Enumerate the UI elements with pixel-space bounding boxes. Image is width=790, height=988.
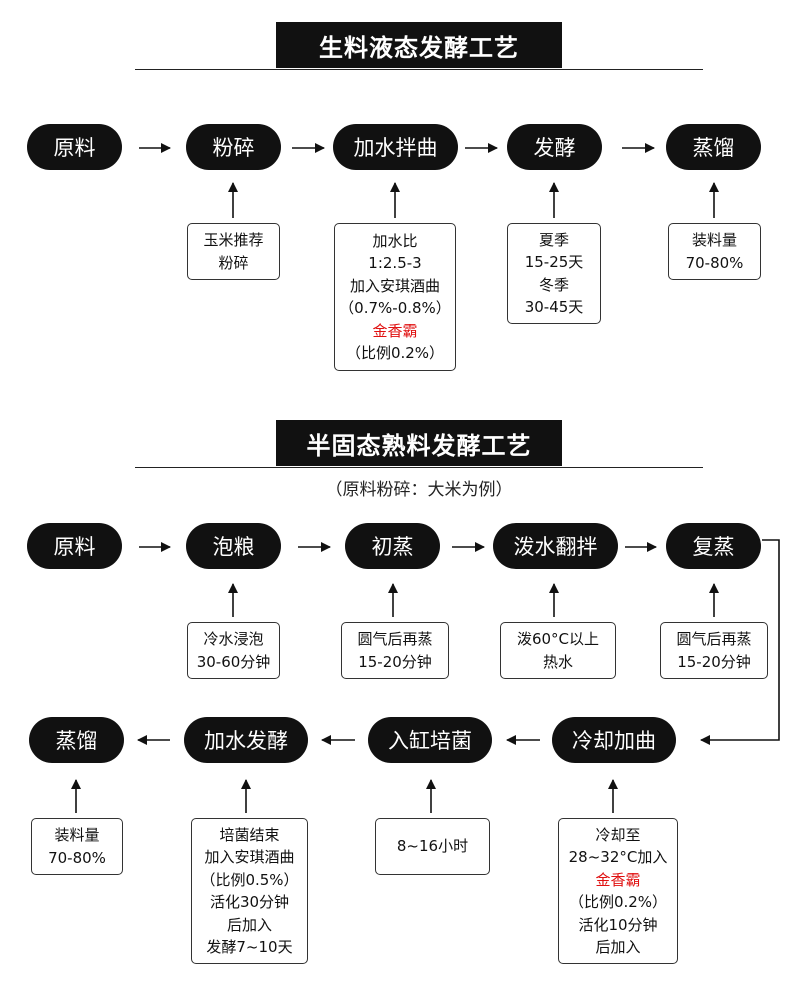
section2-subtitle: （原料粉碎：大米为例） bbox=[325, 480, 513, 500]
s2-note-ferment: 培菌结束 加入安琪酒曲 （比例0.5%） 活化30分钟 后加入 发酵7~10天 bbox=[191, 818, 308, 964]
s2-step-splash-mix: 泼水翻拌 bbox=[493, 523, 618, 569]
s2-note-soak: 冷水浸泡 30-60分钟 bbox=[187, 622, 280, 679]
s1-step-crush: 粉碎 bbox=[186, 124, 281, 170]
s1-step-mix-koji: 加水拌曲 bbox=[333, 124, 458, 170]
s2-step-first-steam: 初蒸 bbox=[345, 523, 440, 569]
s1-note-crush: 玉米推荐 粉碎 bbox=[187, 223, 280, 280]
highlight-product: 金香霸 bbox=[372, 321, 418, 340]
s2-note-cool: 冷却至 28~32°C加入 金香霸 （比例0.2%） 活化10分钟 后加入 bbox=[558, 818, 678, 964]
s2-note-vat: 8~16小时 bbox=[375, 818, 490, 875]
s1-step-ferment: 发酵 bbox=[507, 124, 602, 170]
highlight-product: 金香霸 bbox=[595, 870, 641, 889]
s1-note-ferment: 夏季 15-25天 冬季 30-45天 bbox=[507, 223, 601, 324]
s2-note-distill: 装料量 70-80% bbox=[31, 818, 123, 875]
s2-note-first-steam: 圆气后再蒸 15-20分钟 bbox=[341, 622, 449, 679]
section2-rule bbox=[135, 467, 703, 468]
s2-step-vat-culture: 入缸培菌 bbox=[368, 717, 492, 763]
s1-note-mix: 加水比 1:2.5-3 加入安琪酒曲 （0.7%-0.8%） 金香霸 （比例0.… bbox=[334, 223, 456, 371]
s2-step-raw: 原料 bbox=[27, 523, 122, 569]
s2-connector-arrow bbox=[700, 539, 780, 745]
s1-note-distill: 装料量 70-80% bbox=[668, 223, 761, 280]
s2-step-cool-koji: 冷却加曲 bbox=[552, 717, 676, 763]
s2-step-distill: 蒸馏 bbox=[29, 717, 124, 763]
s1-step-raw: 原料 bbox=[27, 124, 122, 170]
s2-step-water-ferment: 加水发酵 bbox=[184, 717, 308, 763]
section2-title: 半固态熟料发酵工艺 bbox=[276, 420, 562, 466]
s2-step-resteam: 复蒸 bbox=[666, 523, 761, 569]
s2-step-soak: 泡粮 bbox=[186, 523, 281, 569]
section1-rule bbox=[135, 69, 703, 70]
s1-step-distill: 蒸馏 bbox=[666, 124, 761, 170]
s2-note-resteam: 圆气后再蒸 15-20分钟 bbox=[660, 622, 768, 679]
s2-note-splash: 泼60°C以上 热水 bbox=[500, 622, 616, 679]
section1-title: 生料液态发酵工艺 bbox=[276, 22, 562, 68]
